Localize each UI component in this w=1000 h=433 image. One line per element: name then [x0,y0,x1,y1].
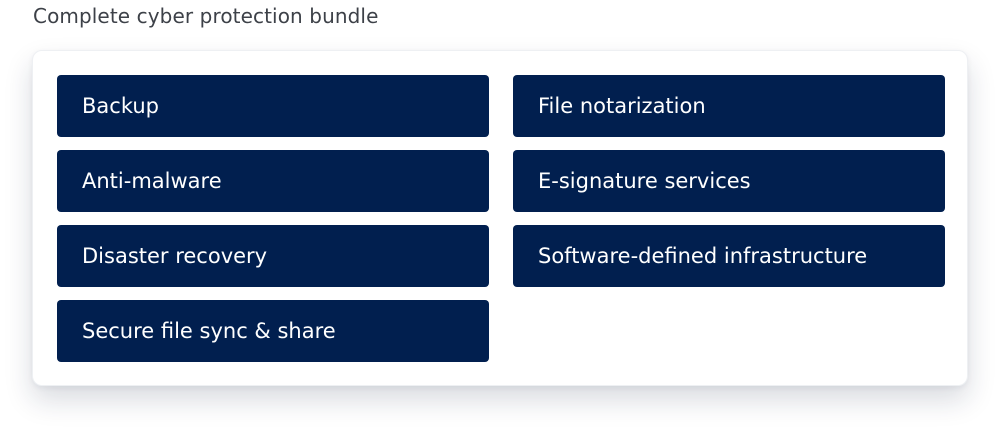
empty-grid-cell [513,300,945,362]
feature-grid: Backup File notarization Anti-malware E-… [57,75,945,362]
feature-backup[interactable]: Backup [57,75,489,137]
feature-software-defined-infrastructure[interactable]: Software-defined infrastructure [513,225,945,287]
feature-disaster-recovery[interactable]: Disaster recovery [57,225,489,287]
feature-secure-file-sync-share[interactable]: Secure file sync & share [57,300,489,362]
feature-e-signature-services[interactable]: E-signature services [513,150,945,212]
feature-card: Backup File notarization Anti-malware E-… [32,50,968,386]
feature-file-notarization[interactable]: File notarization [513,75,945,137]
feature-anti-malware[interactable]: Anti-malware [57,150,489,212]
section-title: Complete cyber protection bundle [33,4,379,28]
